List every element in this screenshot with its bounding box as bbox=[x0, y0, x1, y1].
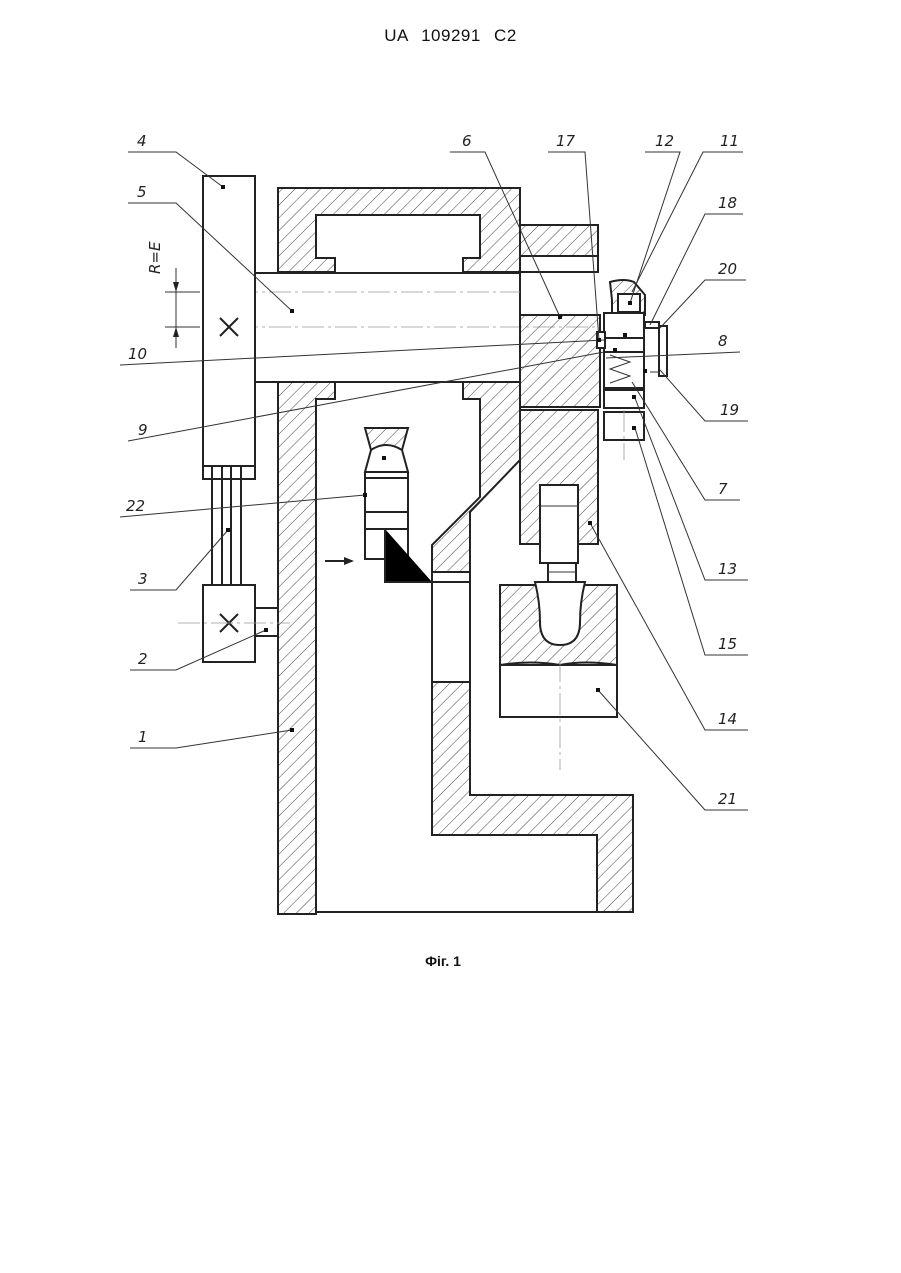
dimension-label: R=E bbox=[146, 241, 164, 274]
label-20: 20 bbox=[718, 260, 737, 278]
label-7: 7 bbox=[718, 480, 728, 498]
figure-caption: Фіг. 1 bbox=[0, 953, 886, 969]
drive-chain bbox=[203, 466, 255, 585]
label-15: 15 bbox=[718, 635, 737, 653]
label-2: 2 bbox=[138, 650, 148, 668]
label-11: 11 bbox=[720, 132, 739, 150]
label-19: 19 bbox=[720, 401, 739, 419]
dimension-r-e: R=E bbox=[146, 241, 200, 348]
drive-gear-lower bbox=[178, 585, 290, 662]
label-9: 9 bbox=[138, 421, 148, 439]
label-12: 12 bbox=[655, 132, 674, 150]
die-block bbox=[500, 582, 617, 770]
label-17: 17 bbox=[556, 132, 576, 150]
label-21: 21 bbox=[718, 790, 737, 808]
label-18: 18 bbox=[718, 194, 737, 212]
label-22: 22 bbox=[126, 497, 145, 515]
drive-gear-upper bbox=[203, 176, 255, 479]
label-8: 8 bbox=[718, 332, 728, 350]
label-1: 1 bbox=[138, 728, 148, 746]
label-4: 4 bbox=[137, 132, 147, 150]
label-13: 13 bbox=[718, 560, 737, 578]
locking-mechanism bbox=[597, 280, 667, 460]
label-14: 14 bbox=[718, 710, 737, 728]
label-5: 5 bbox=[137, 183, 147, 201]
label-6: 6 bbox=[462, 132, 472, 150]
label-3: 3 bbox=[138, 570, 148, 588]
label-10: 10 bbox=[128, 345, 147, 363]
sensor-unit bbox=[325, 428, 432, 582]
